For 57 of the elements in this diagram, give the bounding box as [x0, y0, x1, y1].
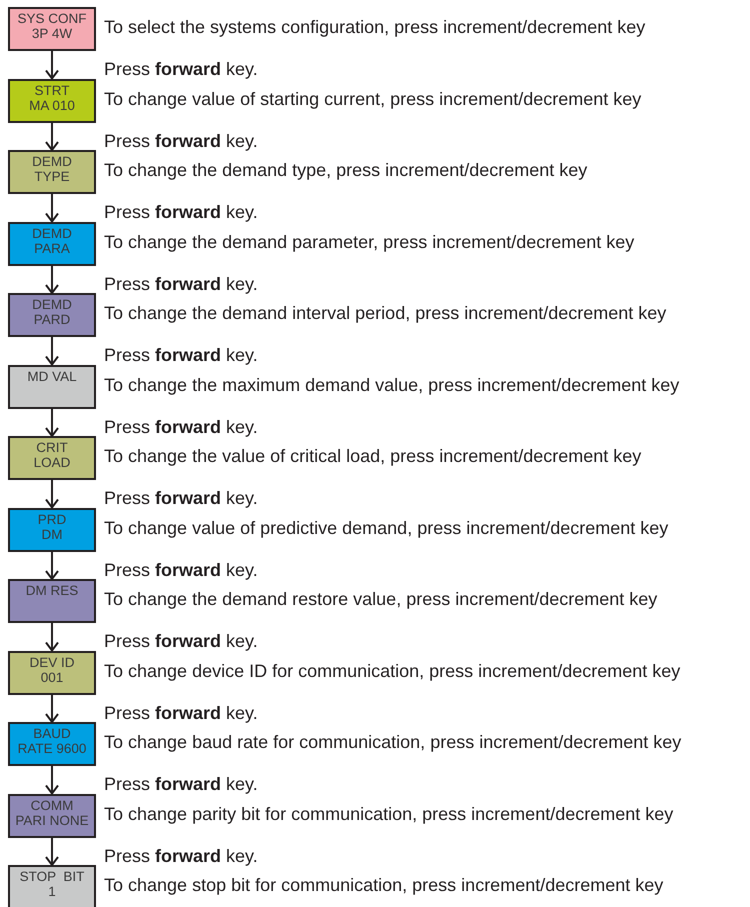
box-label: MD VAL: [27, 368, 77, 384]
step-description: To change stop bit for communication, press increment/decrement key: [104, 875, 664, 895]
process-box: [8, 7, 96, 51]
process-box: [8, 293, 96, 337]
process-box: [8, 579, 96, 623]
process-box: [8, 222, 96, 266]
arrow: [45, 408, 59, 437]
arrow: [45, 694, 59, 723]
process-box: [8, 722, 96, 766]
step-description: To change the demand type, press increment/decrement key: [104, 160, 588, 180]
arrow: [45, 838, 59, 866]
box-label: DEMD TYPE: [32, 154, 72, 184]
step-description: To change value of starting current, press increment/decrement key: [104, 88, 642, 108]
box-label: BAUD RATE 9600: [18, 726, 86, 756]
arrow: [45, 51, 59, 80]
process-box: [8, 150, 96, 194]
box-label: COMM PARI NONE: [15, 798, 89, 828]
step-description: To change parity bit for communication, press increment/decrement key: [104, 804, 674, 824]
box-label: PRD DM: [38, 512, 66, 542]
step-description: To change the maximum demand value, press increment/decrement key: [104, 374, 680, 394]
box-label: DEMD PARA: [32, 226, 72, 256]
arrow: [45, 194, 59, 222]
step-description: To select the systems configuration, press increment/decrement key: [104, 17, 646, 37]
edge-label: Press forward key.: [104, 59, 258, 79]
edge-label: Press forward key.: [104, 488, 258, 508]
box-label: DEV ID 001: [29, 654, 74, 684]
edge-label: Press forward key.: [104, 774, 258, 794]
step-description: To change the demand parameter, press increment/decrement key: [104, 232, 634, 252]
step-description: To change the demand interval period, press increment/decrement key: [104, 303, 666, 323]
arrow: [45, 122, 59, 151]
arrow: [45, 337, 59, 366]
box-label: STOP BIT 1: [20, 869, 84, 899]
edge-label: Press forward key.: [104, 631, 258, 651]
process-box: [8, 650, 96, 694]
edge-label: Press forward key.: [104, 345, 258, 365]
arrow: [45, 766, 59, 794]
arrow: [45, 623, 59, 652]
box-label: SYS CONF 3P 4W: [17, 11, 86, 41]
process-box: [8, 364, 96, 408]
step-description: To change value of predictive demand, press increment/decrement key: [104, 518, 668, 538]
process-box: [8, 508, 96, 552]
arrow: [45, 266, 59, 294]
step-description: To change the value of critical load, press increment/decrement key: [104, 446, 642, 466]
process-box: [8, 78, 96, 122]
process-box: [8, 794, 96, 838]
step-description: To change the demand restore value, press increment/decrement key: [104, 589, 658, 609]
step-description: To change baud rate for communication, press increment/decrement key: [104, 732, 682, 752]
edge-label: Press forward key.: [104, 202, 258, 222]
box-label: DM RES: [26, 583, 78, 598]
arrow: [45, 480, 59, 508]
box-label: DEMD PARD: [32, 297, 72, 327]
box-label: STRT MA 010: [29, 82, 75, 112]
arrow: [45, 552, 59, 580]
process-box: [8, 865, 96, 907]
box-label: CRIT LOAD: [34, 440, 70, 470]
process-box: [8, 436, 96, 480]
step-description: To change device ID for communication, press increment/decrement key: [104, 660, 680, 680]
